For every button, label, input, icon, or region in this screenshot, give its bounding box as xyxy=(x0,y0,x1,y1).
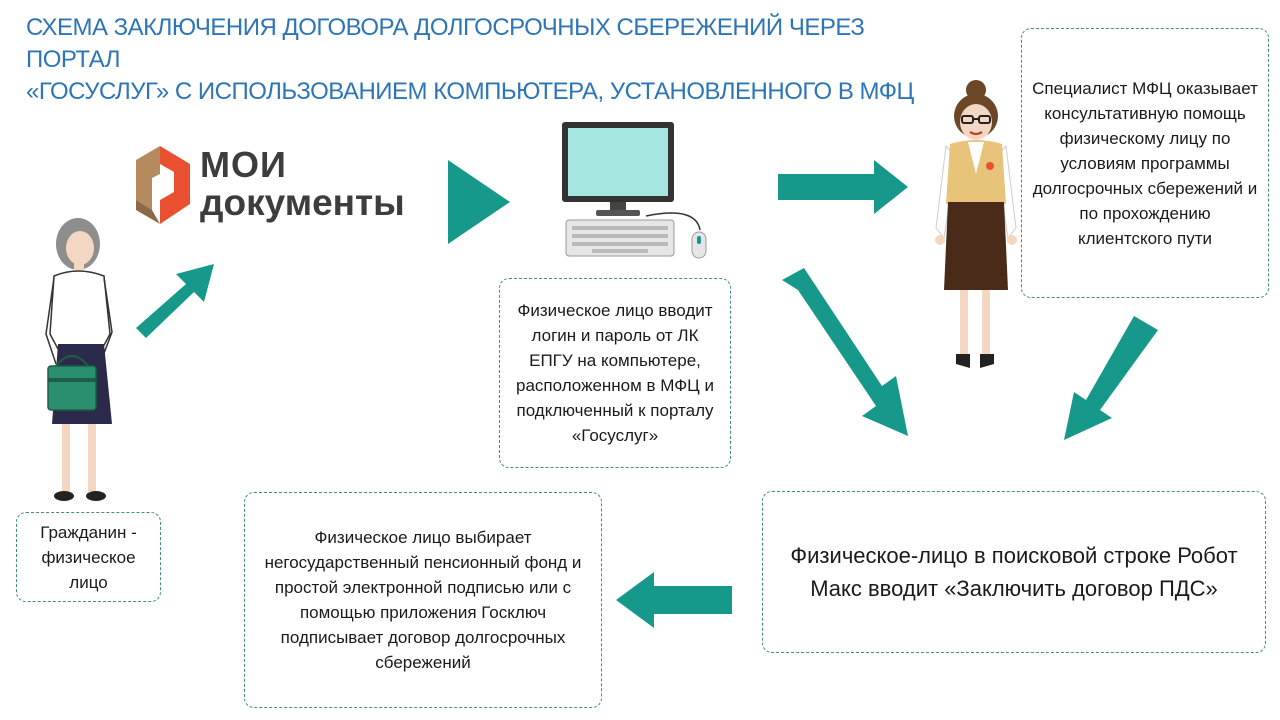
arrow-up-right-icon xyxy=(136,264,214,338)
title-line-1: СХЕМА ЗАКЛЮЧЕНИЯ ДОГОВОРА ДОЛГОСРОЧНЫХ С… xyxy=(26,14,865,73)
logo-text: МОИ документы xyxy=(200,146,405,222)
step-specialist-text: Специалист МФЦ оказывает консультативную… xyxy=(1032,78,1258,248)
step-login-box: Физическое лицо вводит логин и пароль от… xyxy=(499,278,731,468)
arrow-right-icon xyxy=(778,160,908,214)
step-specialist-box: Специалист МФЦ оказывает консультативную… xyxy=(1021,28,1269,298)
page-title: СХЕМА ЗАКЛЮЧЕНИЯ ДОГОВОРА ДОЛГОСРОЧНЫХ С… xyxy=(26,12,926,108)
mfc-specialist-icon xyxy=(935,80,1017,368)
logo-line-1: МОИ xyxy=(200,144,287,185)
arrow-down-left-icon xyxy=(1064,316,1158,440)
logo-line-2: документы xyxy=(200,182,405,223)
citizen-woman-icon xyxy=(45,218,113,501)
citizen-label: Гражданин - физическое лицо xyxy=(16,512,161,602)
computer-icon xyxy=(562,122,707,259)
step-search-text: Физическое-лицо в поисковой строке Робот… xyxy=(790,543,1238,601)
title-line-2: «ГОСУСЛУГ» С ИСПОЛЬЗОВАНИЕМ КОМПЬЮТЕРА, … xyxy=(26,78,914,105)
step-sign-text: Физическое лицо выбирает негосударственн… xyxy=(264,528,582,672)
step-sign-box: Физическое лицо выбирает негосударственн… xyxy=(244,492,602,708)
arrow-left-icon xyxy=(616,572,732,628)
my-documents-logo-icon xyxy=(136,146,190,224)
citizen-label-text: Гражданин - физическое лицо xyxy=(40,522,137,592)
arrow-right-triangle-icon xyxy=(448,160,510,244)
step-login-text: Физическое лицо вводит логин и пароль от… xyxy=(516,301,714,445)
step-search-box: Физическое-лицо в поисковой строке Робот… xyxy=(762,491,1266,653)
arrow-down-right-icon xyxy=(782,268,908,436)
